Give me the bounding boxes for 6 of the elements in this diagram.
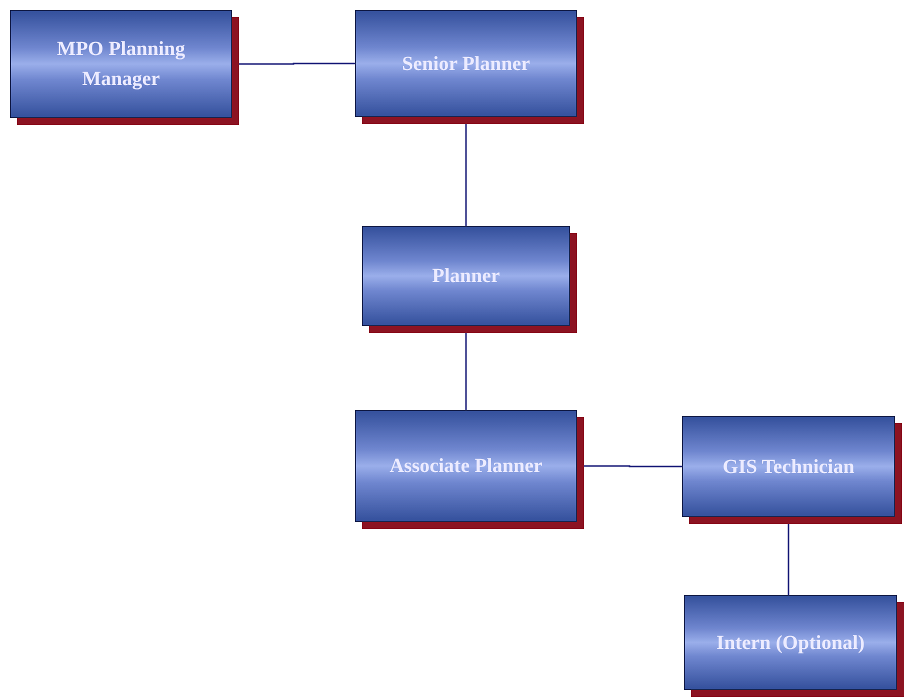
position-title: Senior Planner xyxy=(401,52,531,76)
position-title: Associate Planner xyxy=(388,454,544,479)
position-title: Intern (Optional) xyxy=(715,630,866,656)
position-title: MPO Planning Manager xyxy=(56,37,186,92)
position-title: Planner xyxy=(431,264,501,289)
position-title: GIS Technician xyxy=(722,454,856,480)
